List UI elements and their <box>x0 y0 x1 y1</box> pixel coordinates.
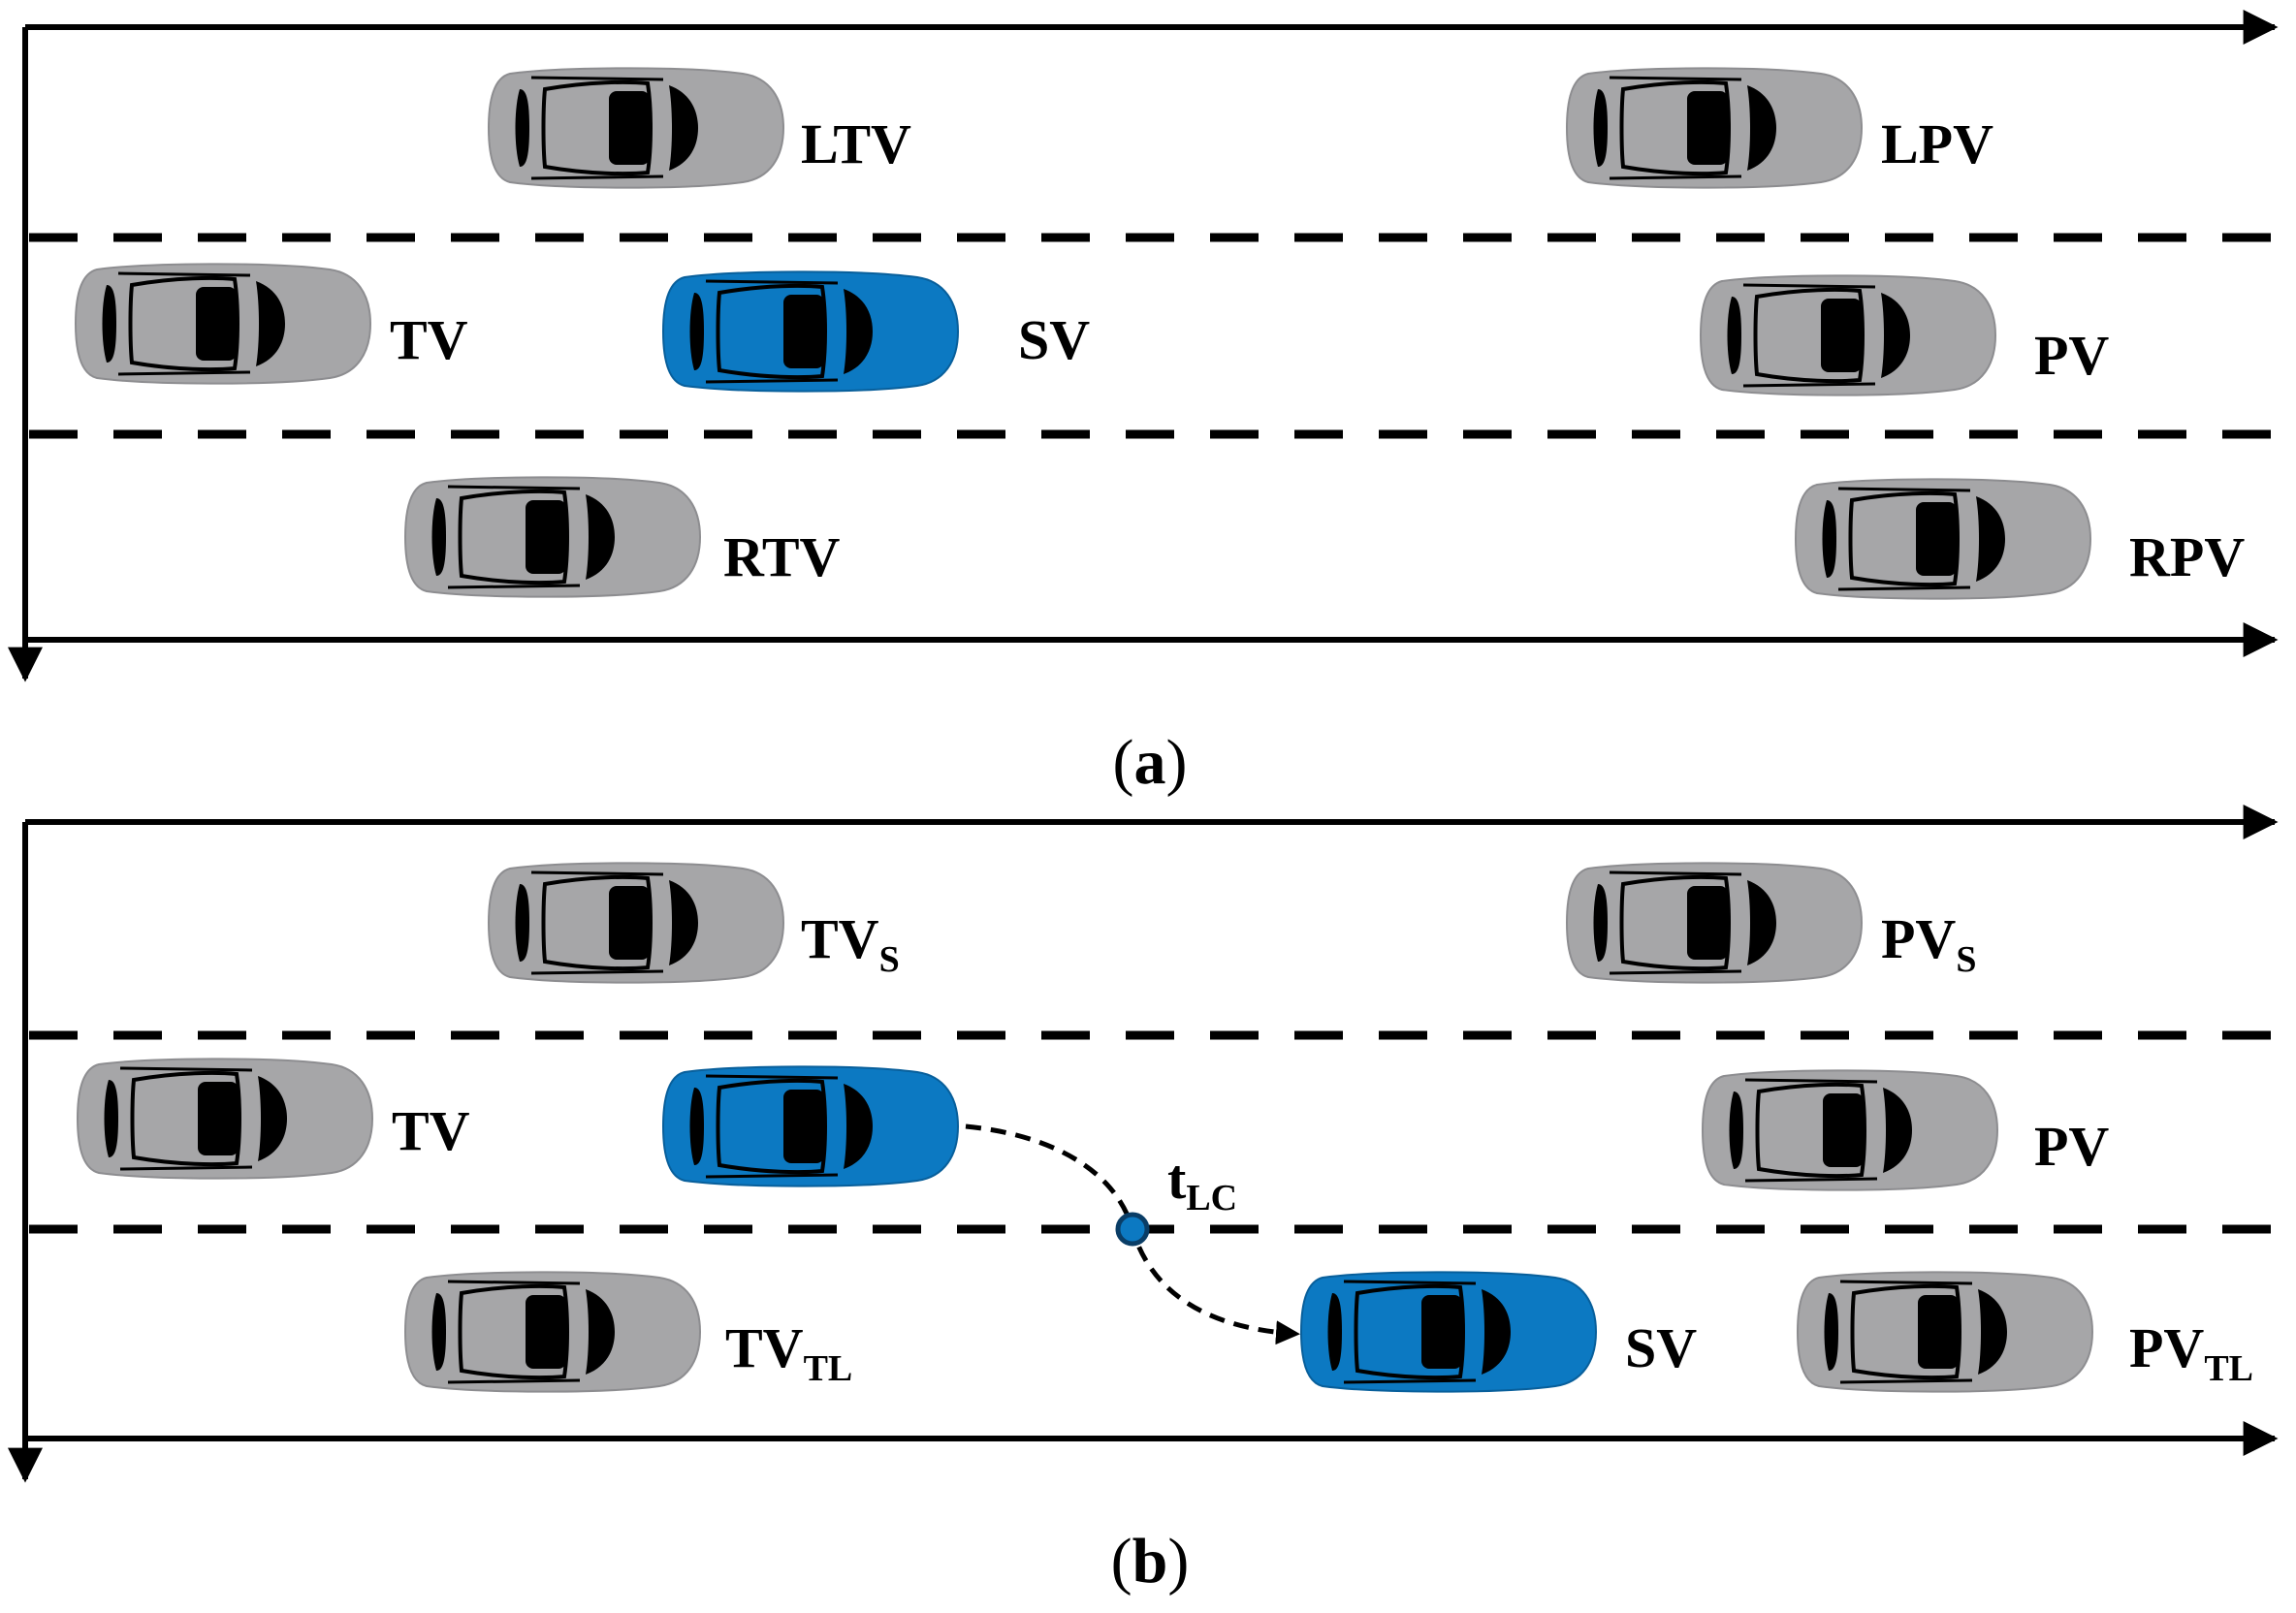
panel-a: LTV LPV TV SV PV RTV RPV (a) <box>8 10 2280 798</box>
vehicle-pv-b <box>1701 1068 1999 1192</box>
label-lpv: LPV <box>1881 112 1993 175</box>
caption-b-letter: b <box>1132 1526 1168 1597</box>
label-pv: PV <box>2034 324 2109 387</box>
label-tlc: tLC <box>1167 1148 1237 1218</box>
label-pvtl: PVTL <box>2129 1316 2253 1389</box>
label-tv-b: TV <box>392 1099 470 1162</box>
label-sv-b: SV <box>1625 1316 1697 1379</box>
vehicle-rtv <box>403 475 702 599</box>
vehicle-tv <box>74 262 372 386</box>
label-rpv: RPV <box>2129 525 2245 588</box>
vehicle-pvtl <box>1796 1270 2094 1394</box>
vehicle-sv-end <box>1299 1270 1598 1394</box>
vehicle-lpv <box>1565 66 1864 190</box>
caption-b: (b) <box>1111 1526 1190 1597</box>
label-tvs: TVS <box>801 907 900 980</box>
label-sv: SV <box>1018 308 1090 371</box>
vehicle-rpv <box>1794 477 2092 601</box>
vehicle-pv <box>1699 273 1997 397</box>
caption-a: (a) <box>1113 727 1188 798</box>
label-pv-b: PV <box>2034 1115 2109 1178</box>
vehicle-tv-b <box>76 1057 374 1181</box>
vehicle-pvs <box>1565 861 1864 985</box>
vehicle-ltv <box>487 66 785 190</box>
label-pvs: PVS <box>1881 907 1976 980</box>
vehicle-sv-start <box>661 1064 960 1188</box>
caption-a-letter: a <box>1134 727 1166 798</box>
label-tvtl: TVTL <box>725 1316 852 1389</box>
label-ltv: LTV <box>801 112 911 175</box>
vehicle-tvs <box>487 861 785 985</box>
vehicle-tvtl <box>403 1270 702 1394</box>
label-rtv: RTV <box>723 525 841 588</box>
panel-b: TVS PVS TV tLC PV TVTL SV PVTL (b) <box>8 805 2280 1597</box>
label-tv: TV <box>390 308 468 371</box>
vehicle-sv <box>661 269 960 394</box>
lane-change-point-marker <box>1115 1212 1150 1247</box>
